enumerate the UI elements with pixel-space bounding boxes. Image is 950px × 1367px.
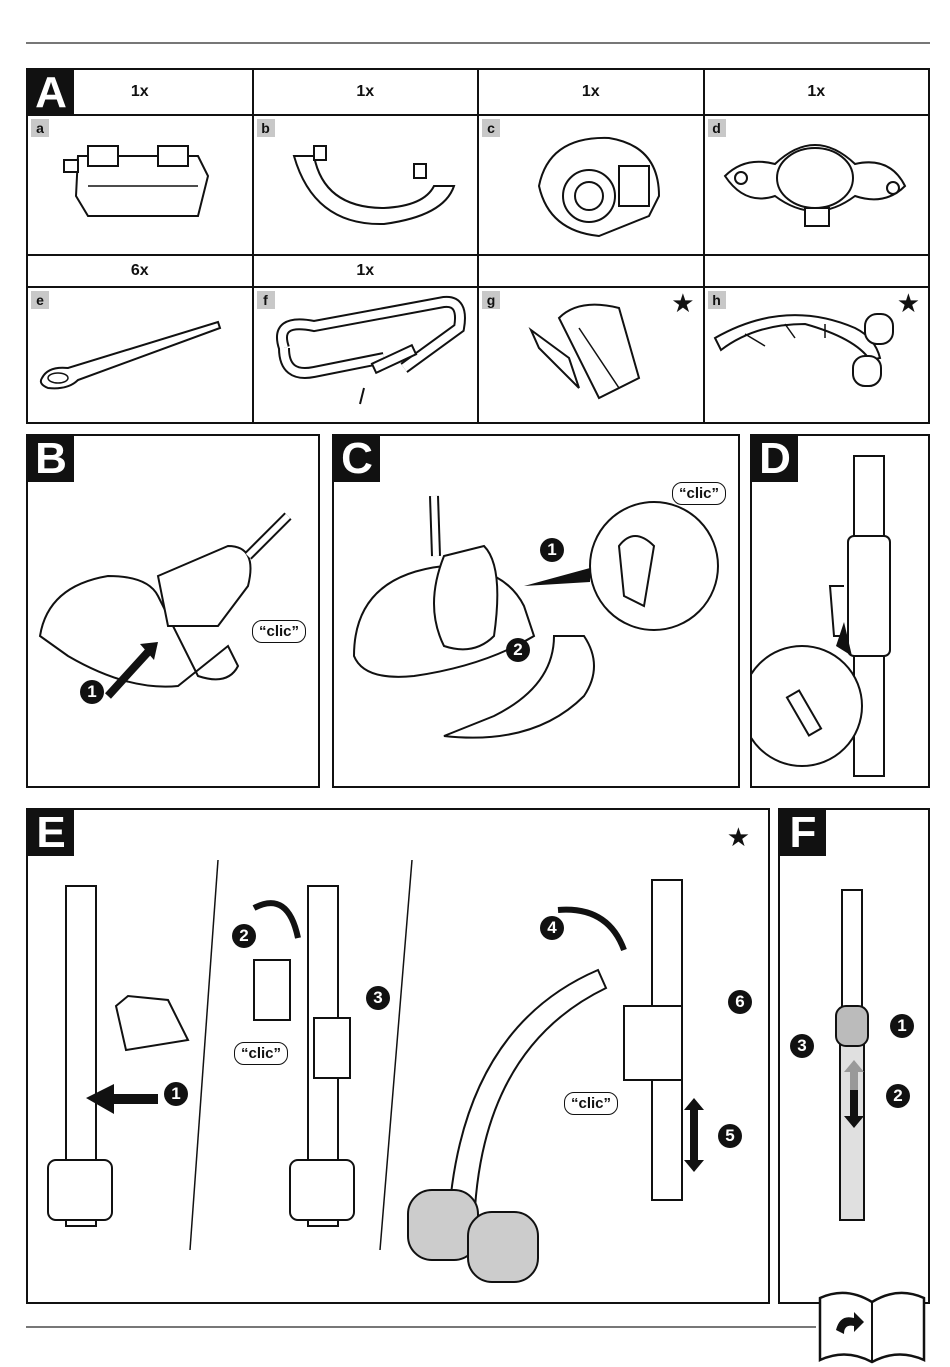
section-b-illustration xyxy=(38,512,292,699)
part-label-g: g xyxy=(482,291,500,309)
step-6-marker: 6 xyxy=(728,990,752,1014)
qty-cell-c: 1x xyxy=(477,68,705,116)
section-tag-f: F xyxy=(780,810,826,856)
step-3-marker: 3 xyxy=(790,1034,814,1058)
section-b: B 1 “clic” xyxy=(26,434,320,788)
part-g: g ★ xyxy=(477,286,705,424)
qty-cell-g xyxy=(477,254,705,288)
part-a: a xyxy=(26,114,254,256)
part-label-e: e xyxy=(31,291,49,309)
part-d: d xyxy=(702,114,930,256)
star-icon: ★ xyxy=(726,822,750,852)
section-c: C 1 2 “clic” xyxy=(332,434,740,788)
qty-h xyxy=(705,256,929,286)
qty-d: 1x xyxy=(807,83,826,100)
clic-label: “clic” xyxy=(234,1042,289,1065)
part-f-illustration xyxy=(275,295,466,405)
section-tag-b: B xyxy=(28,436,74,482)
top-rule xyxy=(26,42,930,44)
part-a-illustration xyxy=(63,145,210,217)
part-h-illustration xyxy=(713,313,894,387)
section-f: F 1 2 3 xyxy=(778,808,930,1304)
step-2-marker: 2 xyxy=(886,1084,910,1108)
section-d: D xyxy=(750,434,930,788)
section-tag-e: E xyxy=(28,810,74,856)
part-f: f xyxy=(251,286,479,424)
qty-c: 1x xyxy=(581,83,600,100)
qty-b: 1x xyxy=(356,83,375,100)
part-label-c: c xyxy=(482,119,500,137)
step-1-marker: 1 xyxy=(540,538,564,562)
parts-table: 1x 1x 1x 1x a b xyxy=(26,68,930,424)
section-tag-a: A xyxy=(28,70,74,116)
step-1-marker: 1 xyxy=(164,1082,188,1106)
book-page-turn-icon xyxy=(818,1291,926,1364)
qty-g xyxy=(479,256,703,286)
qty-cell-d: 1x xyxy=(702,68,930,116)
section-c-illustration xyxy=(352,495,719,739)
part-label-f: f xyxy=(256,291,275,309)
step-3-marker: 3 xyxy=(366,986,390,1010)
qty-f: 1x xyxy=(356,262,375,279)
qty-cell-e: 6x xyxy=(26,254,254,288)
qty-cell-f: 1x xyxy=(251,254,479,288)
step-1-marker: 1 xyxy=(80,680,104,704)
section-tag-d: D xyxy=(752,436,798,482)
part-h: h ★ xyxy=(702,286,930,424)
section-tag-c: C xyxy=(334,436,380,482)
part-label-a: a xyxy=(31,119,49,137)
part-c-illustration xyxy=(537,136,661,238)
part-label-b: b xyxy=(256,119,275,137)
step-2-marker: 2 xyxy=(232,924,256,948)
part-b: b xyxy=(251,114,479,256)
qty-e: 6x xyxy=(130,262,149,279)
qty-a: 1x xyxy=(130,83,149,100)
qty-cell-h xyxy=(702,254,930,288)
star-icon: ★ xyxy=(896,288,920,318)
clic-label: “clic” xyxy=(252,620,307,643)
step-4-marker: 4 xyxy=(540,916,564,940)
part-d-illustration xyxy=(723,144,906,227)
part-c: c xyxy=(477,114,705,256)
part-e-illustration xyxy=(39,320,222,390)
part-b-illustration xyxy=(292,145,455,226)
section-d-illustration xyxy=(752,455,891,777)
step-2-marker: 2 xyxy=(506,638,530,662)
section-e-illustration xyxy=(47,859,704,1283)
section-f-illustration xyxy=(835,889,869,1221)
step-1-marker: 1 xyxy=(890,1014,914,1038)
section-e: E ★ 1 2 3 4 5 6 “clic” “clic” xyxy=(26,808,770,1304)
step-5-marker: 5 xyxy=(718,1124,742,1148)
part-g-illustration xyxy=(528,303,641,400)
bottom-rule xyxy=(26,1326,816,1328)
clic-label: “clic” xyxy=(672,482,727,505)
star-icon: ★ xyxy=(671,288,695,318)
part-label-d: d xyxy=(707,119,726,137)
part-label-h: h xyxy=(707,291,726,309)
qty-cell-b: 1x xyxy=(251,68,479,116)
part-e: e xyxy=(26,286,254,424)
clic-label: “clic” xyxy=(564,1092,619,1115)
